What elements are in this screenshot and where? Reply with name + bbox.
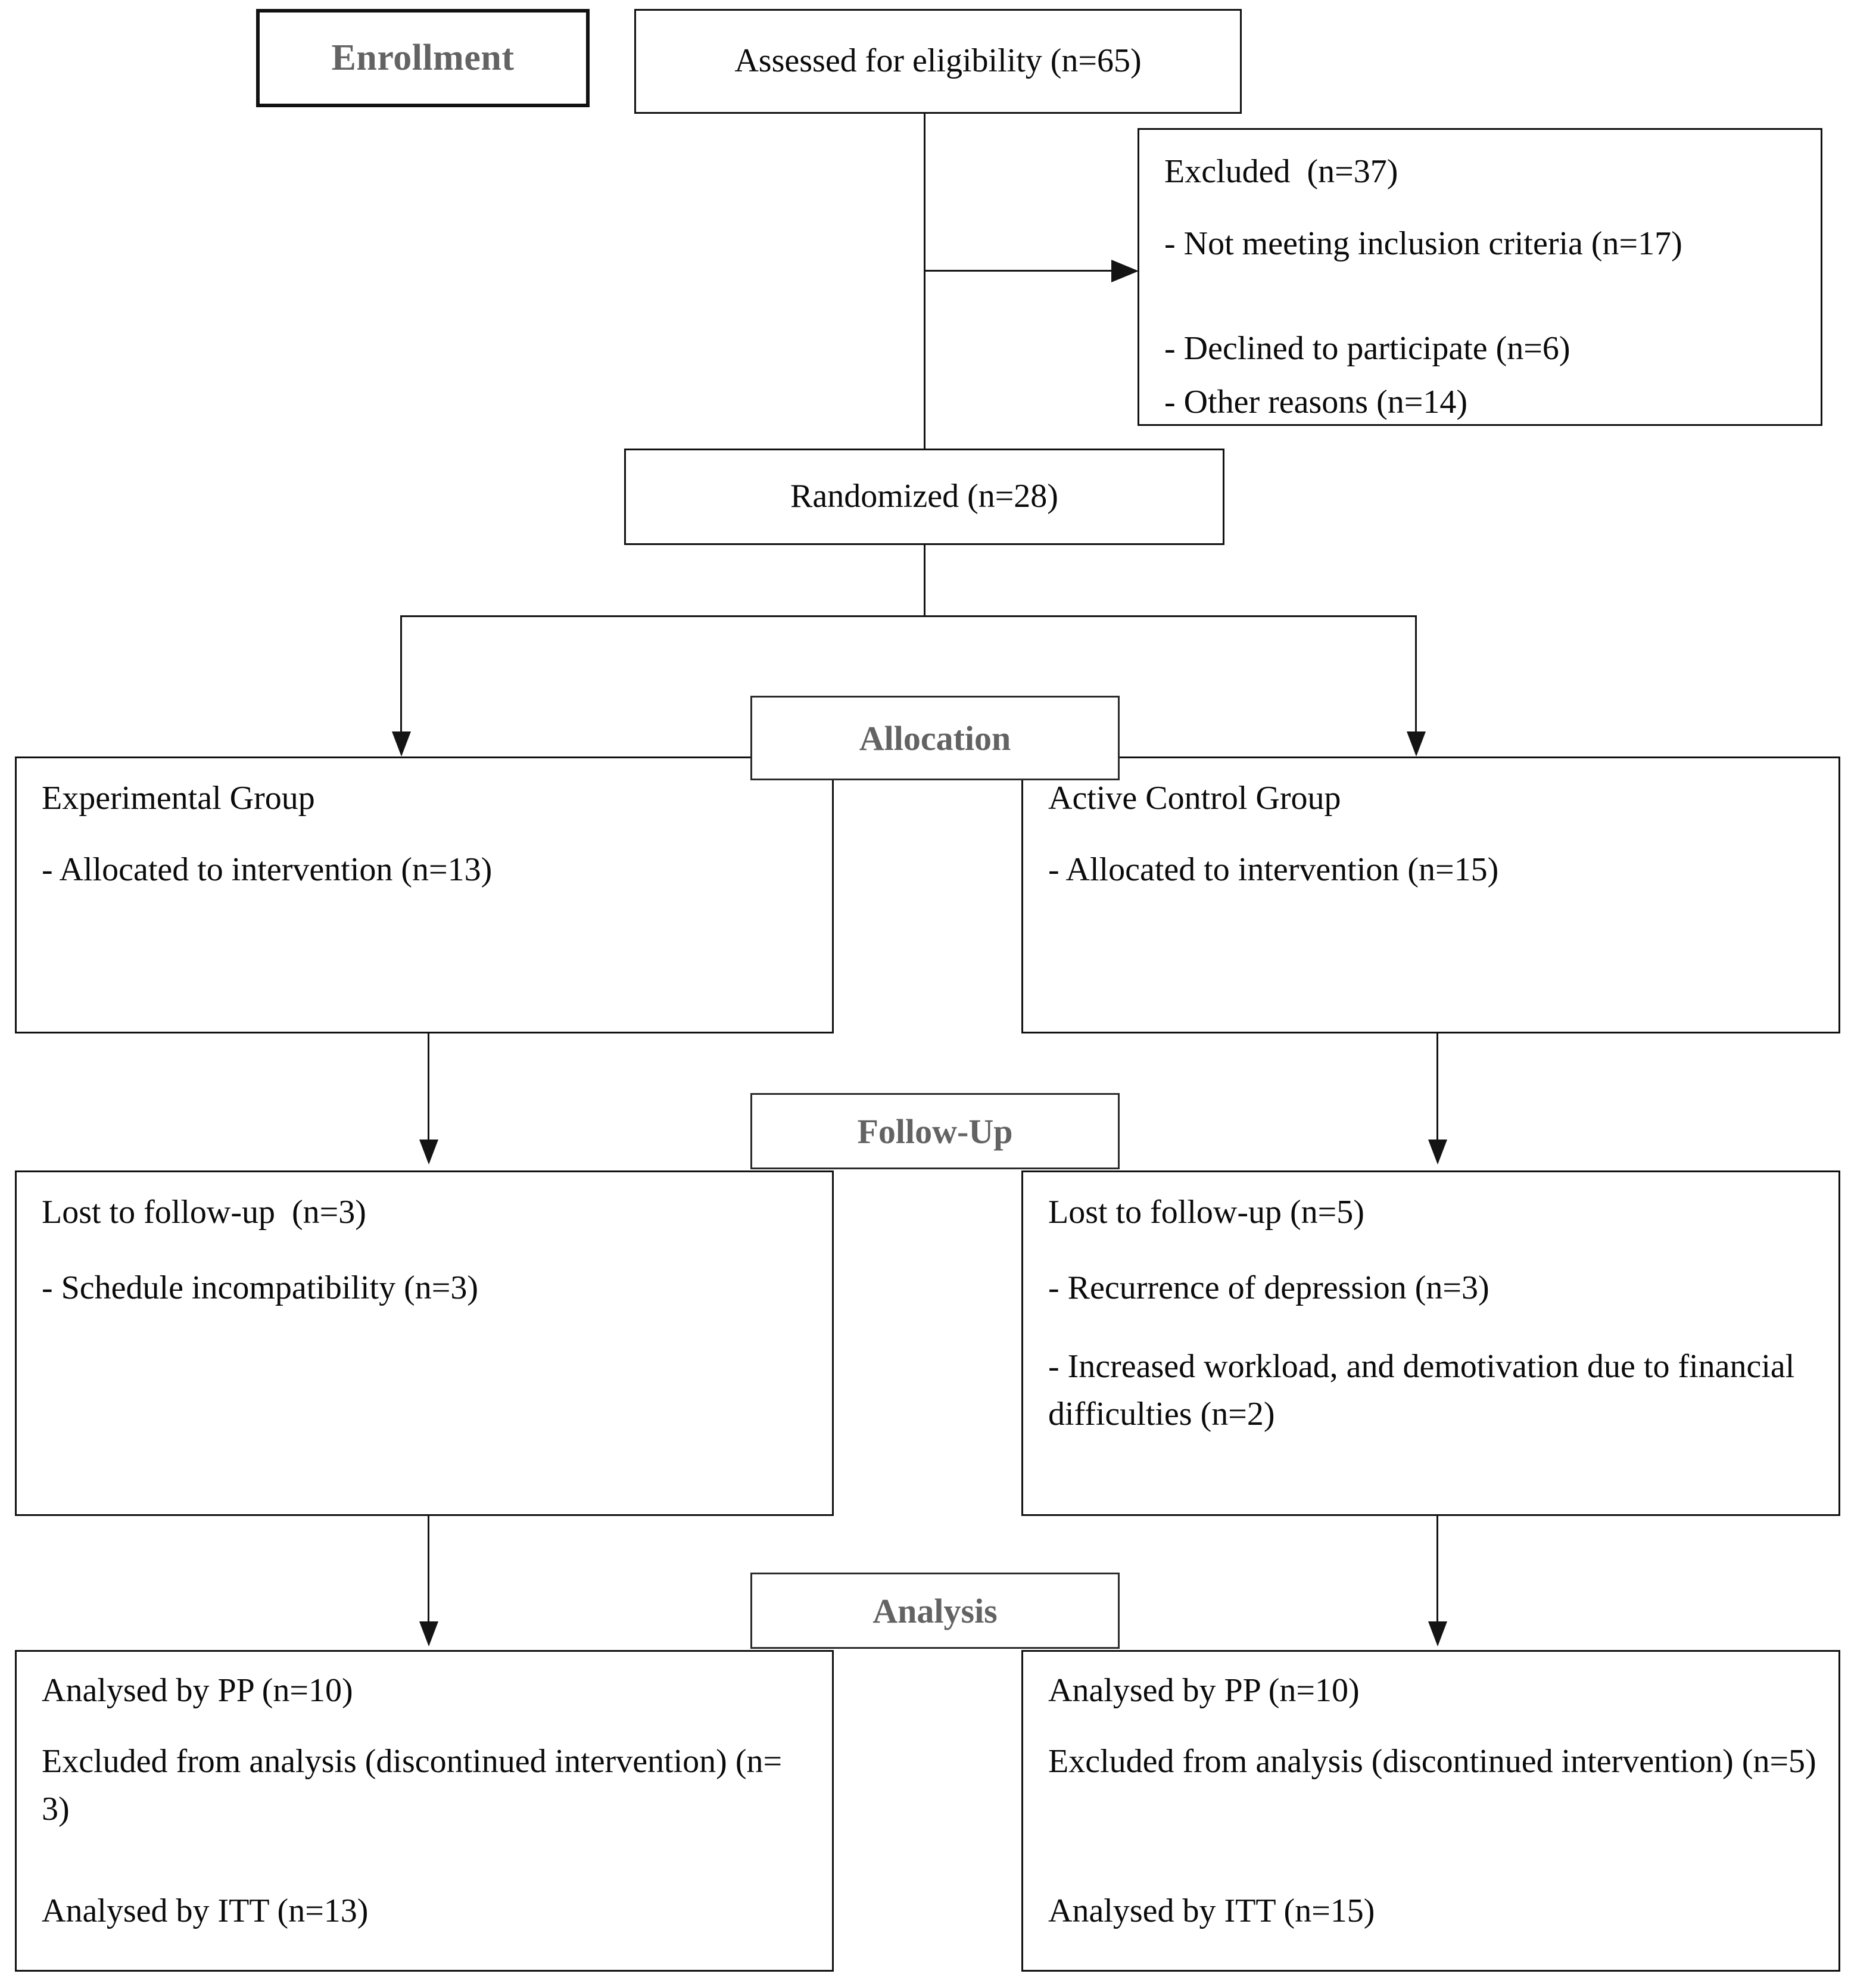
experimental-group-line-1: - Allocated to intervention (n=13) — [42, 851, 493, 888]
arrowhead-allocation-right-icon — [1407, 731, 1426, 756]
arrowhead-analysis-left-icon — [419, 1621, 438, 1646]
box-active-control-group — [1021, 756, 1840, 1033]
randomized-text: Randomized (n=28) — [790, 478, 1058, 515]
excluded-reason-1: - Not meeting inclusion criteria (n=17) — [1164, 225, 1682, 262]
arrowhead-analysis-right-icon — [1428, 1621, 1447, 1646]
analysis-control-line-3: Analysed by ITT (n=15) — [1048, 1892, 1375, 1929]
analysis-experimental-line-1: Analysed by PP (n=10) — [42, 1672, 353, 1709]
followup-experimental-line-1: - Schedule incompatibility (n=3) — [42, 1269, 478, 1306]
connector-allocation-left-drop — [400, 615, 402, 734]
box-analysis-experimental — [15, 1650, 834, 1972]
stage-label-allocation: Allocation — [750, 696, 1120, 780]
stage-label-allocation-text: Allocation — [859, 718, 1011, 758]
stage-label-analysis-text: Analysis — [872, 1591, 998, 1630]
analysis-experimental-line-2: Excluded from analysis (discontinued int… — [42, 1743, 791, 1828]
box-followup-experimental — [15, 1170, 834, 1516]
experimental-group-heading: Experimental Group — [42, 780, 315, 817]
connector-analysis-right — [1436, 1516, 1438, 1626]
arrowhead-followup-right-icon — [1428, 1140, 1447, 1165]
connector-assessed-to-randomized — [924, 114, 925, 449]
excluded-reason-2: - Declined to participate (n=6) — [1164, 330, 1570, 367]
analysis-control-line-2: Excluded from analysis (discontinued int… — [1048, 1743, 1816, 1780]
connector-allocation-split — [400, 615, 1417, 617]
connector-followup-right — [1436, 1033, 1438, 1144]
arrowhead-followup-left-icon — [419, 1140, 438, 1165]
followup-control-heading: Lost to follow-up (n=5) — [1048, 1194, 1364, 1231]
analysis-control-line-1: Analysed by PP (n=10) — [1048, 1672, 1360, 1709]
followup-experimental-heading: Lost to follow-up (n=3) — [42, 1194, 366, 1231]
connector-to-excluded — [924, 270, 1114, 272]
connector-followup-left — [428, 1033, 429, 1144]
box-randomized — [624, 449, 1224, 545]
followup-control-line-1: - Recurrence of depression (n=3) — [1048, 1269, 1489, 1306]
connector-randomized-down — [924, 545, 925, 617]
arrowhead-to-excluded-icon — [1111, 260, 1139, 282]
stage-label-analysis: Analysis — [750, 1573, 1120, 1649]
box-analysis-control — [1021, 1650, 1840, 1972]
assessed-for-eligibility-text: Assessed for eligibility (n=65) — [734, 42, 1142, 80]
stage-label-enrollment: Enrollment — [256, 9, 590, 107]
box-followup-control — [1021, 1170, 1840, 1516]
excluded-reason-3: - Other reasons (n=14) — [1164, 384, 1467, 421]
stage-label-followup: Follow-Up — [750, 1093, 1120, 1169]
box-assessed-for-eligibility — [634, 9, 1242, 114]
box-excluded — [1138, 128, 1822, 426]
connector-allocation-right-drop — [1415, 615, 1417, 734]
followup-control-line-2: - Increased workload, and demotivation d… — [1048, 1348, 1803, 1433]
connector-analysis-left — [428, 1516, 429, 1626]
active-control-group-line-1: - Allocated to intervention (n=15) — [1048, 851, 1499, 888]
stage-label-enrollment-text: Enrollment — [331, 38, 515, 78]
box-experimental-group — [15, 756, 834, 1033]
active-control-group-heading: Active Control Group — [1048, 780, 1341, 817]
excluded-heading: Excluded (n=37) — [1164, 153, 1398, 190]
analysis-experimental-line-3: Analysed by ITT (n=13) — [42, 1892, 369, 1929]
arrowhead-allocation-left-icon — [392, 731, 411, 756]
stage-label-followup-text: Follow-Up — [857, 1112, 1013, 1151]
